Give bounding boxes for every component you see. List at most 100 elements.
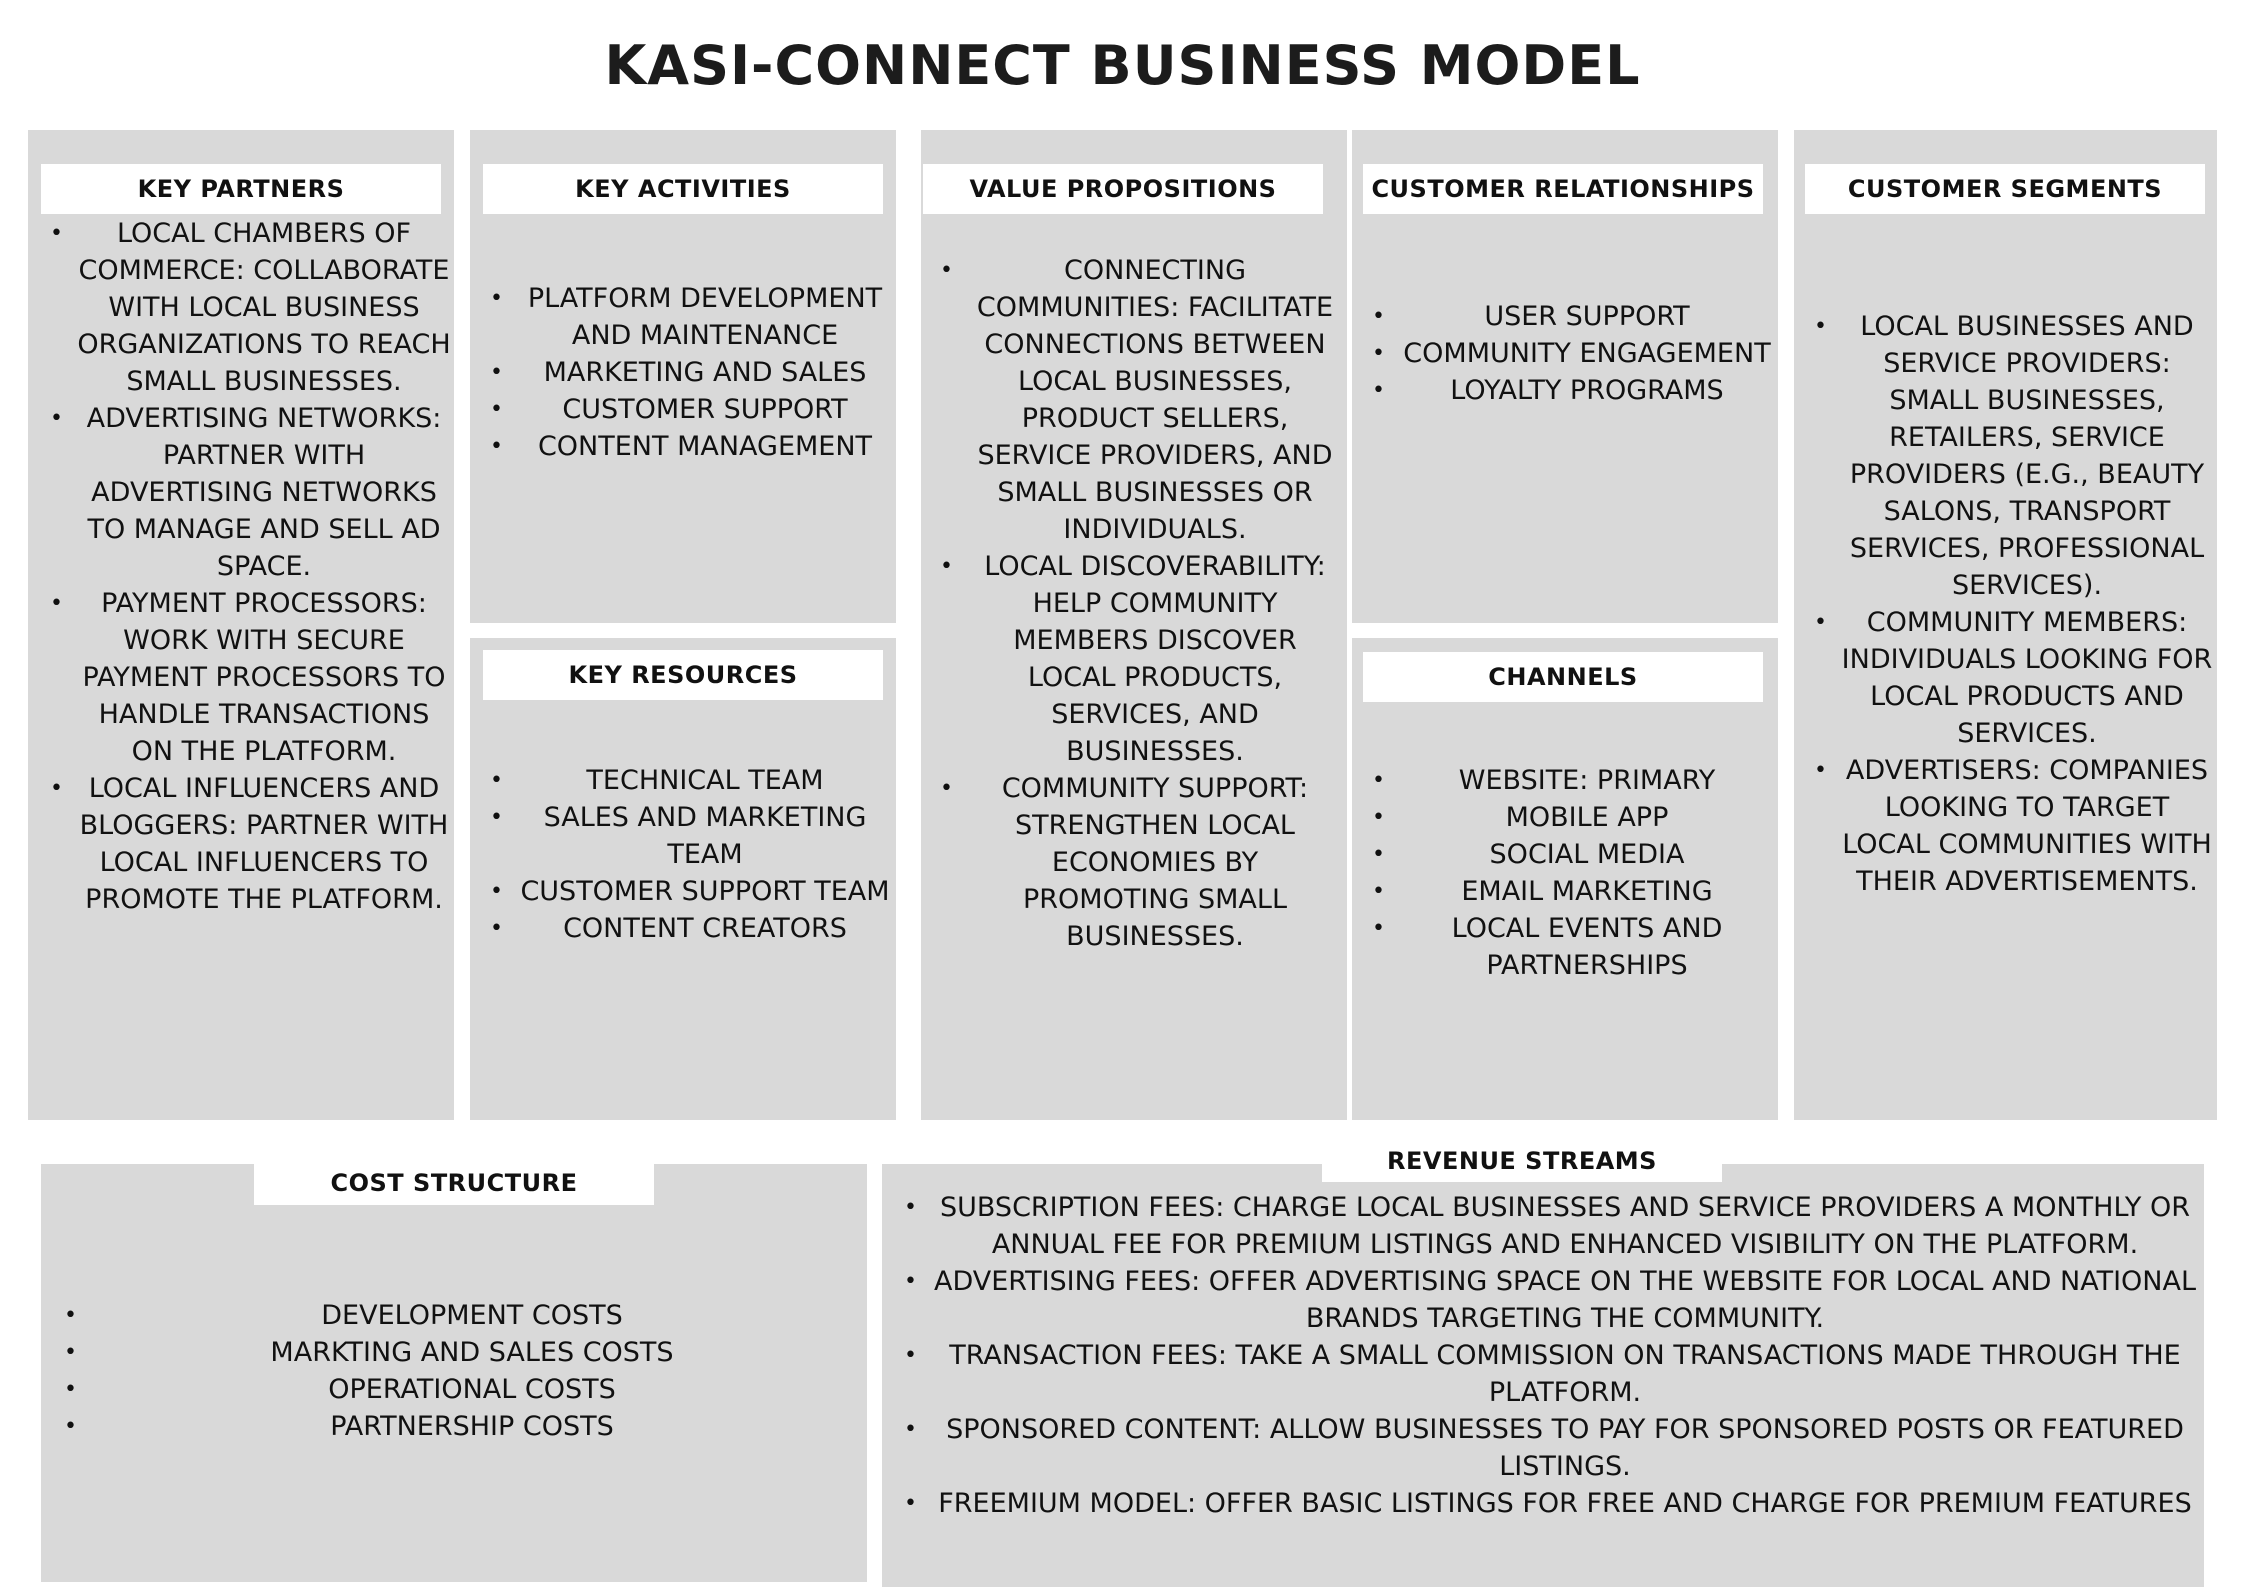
list-item-text: OPERATIONAL COSTS <box>328 1374 616 1405</box>
bullet-icon: • <box>904 1269 917 1294</box>
bullet-icon: • <box>1372 805 1385 830</box>
bullet-icon: • <box>1372 842 1385 867</box>
bullet-icon: • <box>490 879 503 904</box>
bullet-icon: • <box>64 1414 77 1439</box>
bullet-icon: • <box>1372 768 1385 793</box>
list-item-text: ADVERTISING NETWORKS: PARTNER WITH ADVER… <box>86 403 442 582</box>
list-item-text: LOCAL INFLUENCERS AND BLOGGERS: PARTNER … <box>79 773 449 915</box>
list-item-text: FREEMIUM MODEL: OFFER BASIC LISTINGS FOR… <box>938 1488 2192 1519</box>
list-item: • FREEMIUM MODEL: OFFER BASIC LISTINGS FO… <box>894 1485 2200 1522</box>
list-item: •USER SUPPORT <box>1362 298 1776 335</box>
bullet-icon: • <box>50 221 63 246</box>
list-item-text: TECHNICAL TEAM <box>586 765 824 796</box>
key-partners-panel <box>28 130 454 1120</box>
bullet-icon: • <box>904 1491 917 1516</box>
list-item: •COMMUNITY SUPPORT: STRENGTHEN LOCAL ECO… <box>930 770 1344 955</box>
list-item-text: CONTENT CREATORS <box>563 913 847 944</box>
list-item: •COMMUNITY ENGAGEMENT <box>1362 335 1776 372</box>
list-item-text: COMMUNITY MEMBERS: INDIVIDUALS LOOKING F… <box>1841 607 2213 749</box>
list-item: • CONTENT CREATORS <box>480 910 894 947</box>
bullet-icon: • <box>64 1377 77 1402</box>
list-item: • ADVERTISING FEES: OFFER ADVERTISING SPA… <box>894 1263 2200 1337</box>
list-item-text: MARKETING AND SALES <box>543 357 867 388</box>
bullet-icon: • <box>940 258 953 283</box>
bullet-icon: • <box>50 591 63 616</box>
list-item-text: DEVELOPMENT COSTS <box>321 1300 623 1331</box>
customer-relationships-list: •USER SUPPORT•COMMUNITY ENGAGEMENT•LOYAL… <box>1362 298 1776 409</box>
list-item: • CONTENT MANAGEMENT <box>480 428 894 465</box>
bullet-icon: • <box>940 776 953 801</box>
list-item: • COMMUNITY MEMBERS: INDIVIDUALS LOOKING … <box>1804 604 2214 752</box>
key-partners-list: • LOCAL CHAMBERS OF COMMERCE: COLLABORATE… <box>40 215 452 918</box>
list-item: •LOYALTY PROGRAMS <box>1362 372 1776 409</box>
list-item-text: LOCAL BUSINESSES AND SERVICE PROVIDERS: … <box>1849 311 2205 601</box>
key-activities-list: •PLATFORM DEVELOPMENT AND MAINTENANCE•MA… <box>480 280 894 465</box>
list-item-text: MOBILE APP <box>1505 802 1669 833</box>
bullet-icon: • <box>64 1303 77 1328</box>
customer-segments-list: • LOCAL BUSINESSES AND SERVICE PROVIDERS:… <box>1804 308 2214 900</box>
bullet-icon: • <box>904 1417 917 1442</box>
cost-structure-list: • DEVELOPMENT COSTS•MARKTING AND SALES CO… <box>54 1297 854 1445</box>
list-item: • CONNECTING COMMUNITIES: FACILITATE CONN… <box>930 252 1344 548</box>
bullet-icon: • <box>490 397 503 422</box>
bullet-icon: • <box>490 768 503 793</box>
bullet-icon: • <box>50 776 63 801</box>
list-item: • SUBSCRIPTION FEES: CHARGE LOCAL BUSINES… <box>894 1189 2200 1263</box>
bullet-icon: • <box>1372 378 1385 403</box>
list-item-text: LOCAL CHAMBERS OF COMMERCE: COLLABORATE … <box>77 218 451 397</box>
list-item: • MOBILE APP <box>1362 799 1776 836</box>
list-item: • PAYMENT PROCESSORS: WORK WITH SECURE PA… <box>40 585 452 770</box>
list-item: •PARTNERSHIP COSTS <box>54 1408 854 1445</box>
list-item: • LOCAL DISCOVERABILITY: HELP COMMUNITY M… <box>930 548 1344 770</box>
channels-header: CHANNELS <box>1363 652 1763 702</box>
bullet-icon: • <box>904 1195 917 1220</box>
bullet-icon: • <box>490 916 503 941</box>
bullet-icon: • <box>490 434 503 459</box>
list-item-text: PAYMENT PROCESSORS: WORK WITH SECURE PAY… <box>82 588 446 767</box>
list-item-text: CONTENT MANAGEMENT <box>537 431 873 462</box>
key-activities-header: KEY ACTIVITIES <box>483 164 883 214</box>
cost-structure-panel <box>41 1164 867 1582</box>
list-item-text: PLATFORM DEVELOPMENT AND MAINTENANCE <box>527 283 883 351</box>
customer-segments-header: CUSTOMER SEGMENTS <box>1805 164 2205 214</box>
channels-list: •WEBSITE: PRIMARY•MOBILE APP•SOCIAL MEDI… <box>1362 762 1776 984</box>
bullet-icon: • <box>940 554 953 579</box>
list-item-text: CONNECTING COMMUNITIES: FACILITATE CONNE… <box>976 255 1334 545</box>
list-item: •MARKTING AND SALES COSTS <box>54 1334 854 1371</box>
list-item: • OPERATIONAL COSTS <box>54 1371 854 1408</box>
list-item: • SOCIAL MEDIA <box>1362 836 1776 873</box>
list-item-text: EMAIL MARKETING <box>1461 876 1713 907</box>
bullet-icon: • <box>1372 341 1385 366</box>
list-item: • CUSTOMER SUPPORT <box>480 391 894 428</box>
bullet-icon: • <box>1814 610 1827 635</box>
list-item-text: ADVERTISERS: COMPANIES LOOKING TO TARGET… <box>1842 755 2212 897</box>
key-resources-panel <box>470 638 896 1120</box>
bullet-icon: • <box>1814 758 1827 783</box>
key-resources-list: •TECHNICAL TEAM•SALES AND MARKETING TEAM… <box>480 762 894 947</box>
customer-relationships-header: CUSTOMER RELATIONSHIPS <box>1363 164 1763 214</box>
list-item: •SALES AND MARKETING TEAM <box>480 799 894 873</box>
channels-panel <box>1352 638 1778 1120</box>
bullet-icon: • <box>490 286 503 311</box>
customer-segments-panel <box>1794 130 2217 1120</box>
bullet-icon: • <box>904 1343 917 1368</box>
list-item: •MARKETING AND SALES <box>480 354 894 391</box>
key-partners-header: KEY PARTNERS <box>41 164 441 214</box>
list-item-text: ADVERTISING FEES: OFFER ADVERTISING SPAC… <box>933 1266 2197 1334</box>
value-propositions-list: • CONNECTING COMMUNITIES: FACILITATE CONN… <box>930 252 1344 955</box>
list-item: • LOCAL BUSINESSES AND SERVICE PROVIDERS:… <box>1804 308 2214 604</box>
list-item: • SPONSORED CONTENT: ALLOW BUSINESSES TO … <box>894 1411 2200 1485</box>
revenue-streams-header: REVENUE STREAMS <box>1322 1140 1722 1182</box>
list-item: •LOCAL EVENTS AND PARTNERSHIPS <box>1362 910 1776 984</box>
list-item-text: SOCIAL MEDIA <box>1489 839 1685 870</box>
bullet-icon: • <box>50 406 63 431</box>
bullet-icon: • <box>1814 314 1827 339</box>
list-item-text: SALES AND MARKETING TEAM <box>543 802 867 870</box>
bullet-icon: • <box>1372 916 1385 941</box>
list-item-text: LOCAL DISCOVERABILITY: HELP COMMUNITY ME… <box>984 551 1326 767</box>
list-item-text: SUBSCRIPTION FEES: CHARGE LOCAL BUSINESS… <box>939 1192 2190 1260</box>
list-item-text: CUSTOMER SUPPORT <box>562 394 848 425</box>
list-item-text: SPONSORED CONTENT: ALLOW BUSINESSES TO P… <box>946 1414 2184 1482</box>
value-propositions-panel <box>921 130 1347 1120</box>
revenue-streams-panel <box>882 1164 2204 1587</box>
